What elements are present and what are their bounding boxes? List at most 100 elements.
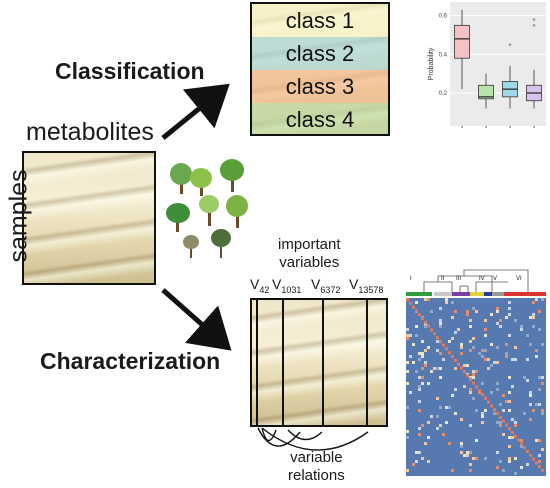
heatmap-cell [508, 301, 511, 304]
heatmap-cell [508, 436, 511, 439]
heatmap-cell [496, 421, 499, 424]
heatmap-cell [496, 388, 499, 391]
heatmap-cell [427, 346, 430, 349]
heatmap-cell [412, 305, 415, 309]
heatmap-cell [481, 412, 484, 415]
box-body [478, 84, 494, 100]
heatmap-cell [532, 409, 535, 412]
heatmap-cell [535, 298, 538, 301]
heatmap-cell [469, 451, 472, 454]
heatmap-cell [472, 376, 475, 379]
heatmap-cell [538, 403, 541, 406]
heatmap-cell [421, 424, 424, 427]
heatmap-cell [406, 328, 409, 331]
variable-line [322, 300, 324, 425]
heatmap-cell [493, 412, 496, 415]
heatmap-cell [496, 322, 499, 325]
heatmap-cell [469, 377, 472, 381]
heatmap-cell [511, 385, 514, 388]
heatmap-cell [541, 298, 544, 301]
heatmap-cell [439, 376, 442, 379]
heatmap-cell [451, 469, 454, 472]
heatmap-cell [490, 391, 493, 394]
heatmap-cell [430, 370, 433, 373]
heatmap-cell [448, 351, 451, 355]
heatmap-cell [418, 388, 421, 391]
heatmap-cell [514, 358, 517, 361]
heatmap-cell [469, 388, 472, 391]
heatmap-cell [526, 358, 529, 361]
heatmap-cell [541, 343, 544, 346]
heatmap-cell [424, 298, 427, 301]
heatmap-cell [409, 334, 412, 337]
heatmap-cell [508, 460, 511, 463]
heatmap-cell [535, 355, 538, 358]
heatmap-cell [475, 370, 478, 373]
heatmap-cell [421, 457, 424, 460]
heatmap-cell [508, 409, 511, 412]
heatmap-cell [514, 421, 517, 424]
heatmap-cell [478, 391, 481, 394]
heatmap-cell [496, 451, 499, 454]
heatmap-cell [454, 310, 457, 313]
heatmap-cell [496, 412, 499, 415]
heatmap-cell [442, 343, 445, 347]
heatmap-cell [421, 382, 424, 385]
variable-label-v42: V42 [250, 276, 270, 295]
heatmap-cell [487, 358, 490, 361]
variable-relations-label: variable relations [288, 449, 345, 485]
class-band-3: class 3 [252, 70, 388, 103]
variable-label-v13578: V13578 [349, 276, 384, 295]
heatmap-cell [469, 391, 472, 394]
heatmap-cell [445, 298, 448, 301]
heatmap-cell [436, 349, 439, 352]
heatmap-cell [472, 337, 475, 340]
heatmap-cell [421, 352, 424, 355]
heatmap-cell [472, 373, 475, 376]
heatmap-cell [472, 346, 475, 349]
cluster-color-segment [504, 292, 546, 296]
heatmap-cell [499, 424, 502, 427]
heatmap-cell [448, 442, 451, 445]
heatmap-cell [439, 424, 442, 427]
heatmap-cell [430, 328, 433, 332]
heatmap-cell [496, 310, 499, 313]
heatmap-cell [427, 436, 430, 439]
heatmap-cell [523, 412, 526, 415]
heatmap-cell [481, 393, 484, 396]
classification-label: Classification [55, 58, 205, 84]
heatmap-cell [520, 442, 523, 446]
heatmap-cell [424, 364, 427, 367]
heatmap-cell [415, 309, 418, 313]
heatmap-cell [406, 298, 409, 301]
heatmap-cell [454, 367, 457, 370]
heatmap-cell [445, 301, 448, 304]
heatmap-cell [541, 412, 544, 415]
heatmap-cell [469, 463, 472, 466]
heatmap-cell [460, 445, 463, 448]
heatmap-cell [508, 427, 511, 431]
heatmap-cell [487, 400, 490, 404]
arrow-to-characterization [161, 288, 232, 351]
y-axis-label: Probability [428, 47, 435, 80]
heatmap-cell [514, 424, 517, 427]
heatmap-cell [439, 319, 442, 322]
heatmap-cell [514, 319, 517, 322]
heatmap-cell [439, 322, 442, 325]
variable-label-v6372: V6372 [311, 276, 341, 295]
heatmap-cell [469, 349, 472, 352]
heatmap-cell [460, 352, 463, 355]
heatmap-cell [502, 469, 505, 472]
heatmap-cell [466, 451, 469, 454]
heatmap-cell [535, 403, 538, 406]
heatmap-cell [538, 388, 541, 391]
heatmap-cell [418, 352, 421, 355]
heatmap-cell [538, 454, 541, 457]
heatmap-cell [439, 406, 442, 409]
box-4 [526, 18, 542, 128]
heatmap-cell [460, 442, 463, 445]
heatmap-cell [427, 324, 430, 328]
heatmap-cell [436, 336, 439, 339]
cluster-label: I [410, 276, 412, 282]
tree-icon [166, 159, 248, 258]
